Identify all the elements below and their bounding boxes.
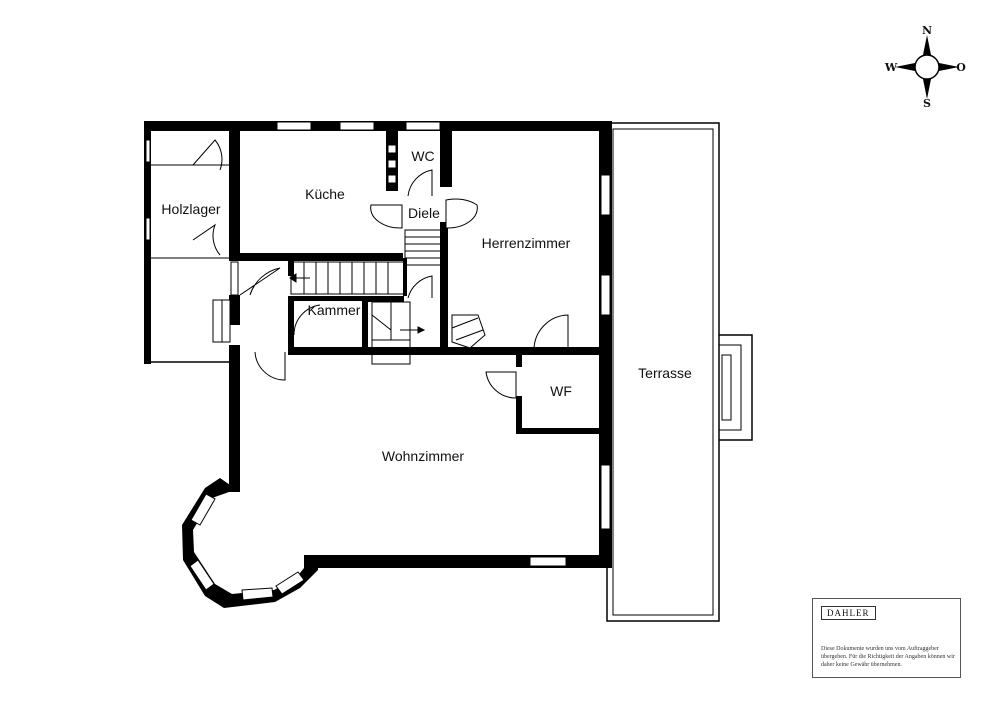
disclaimer-box: DAHLER Diese Dokumente wurden uns vom Au… [812, 598, 961, 678]
stairs [289, 229, 486, 365]
room-label-diele: Diele [408, 205, 440, 221]
disclaimer-text: Diese Dokumente wurden uns vom Auftragge… [821, 646, 955, 668]
room-label-wc: WC [411, 148, 434, 164]
door-swings [151, 139, 569, 399]
room-label-kueche: Küche [305, 186, 345, 202]
room-label-wf: WF [550, 383, 572, 399]
room-labels: Holzlager Küche WC Diele Herrenzimmer Ka… [161, 148, 692, 464]
room-label-holzlager: Holzlager [161, 201, 220, 217]
compass-south: S [923, 97, 931, 110]
compass-rose: N S W O [884, 24, 966, 110]
room-label-wohnzimmer: Wohnzimmer [382, 448, 465, 464]
wall-windows [145, 121, 611, 567]
room-label-terrasse: Terrasse [638, 365, 692, 381]
room-label-herrenzimmer: Herrenzimmer [482, 235, 571, 251]
room-label-kammer: Kammer [308, 302, 361, 318]
bay-windows [189, 493, 305, 601]
brand-logo: DAHLER [821, 606, 876, 620]
compass-east: O [956, 61, 966, 74]
compass-north: N [922, 24, 932, 37]
compass-west: W [884, 61, 898, 74]
